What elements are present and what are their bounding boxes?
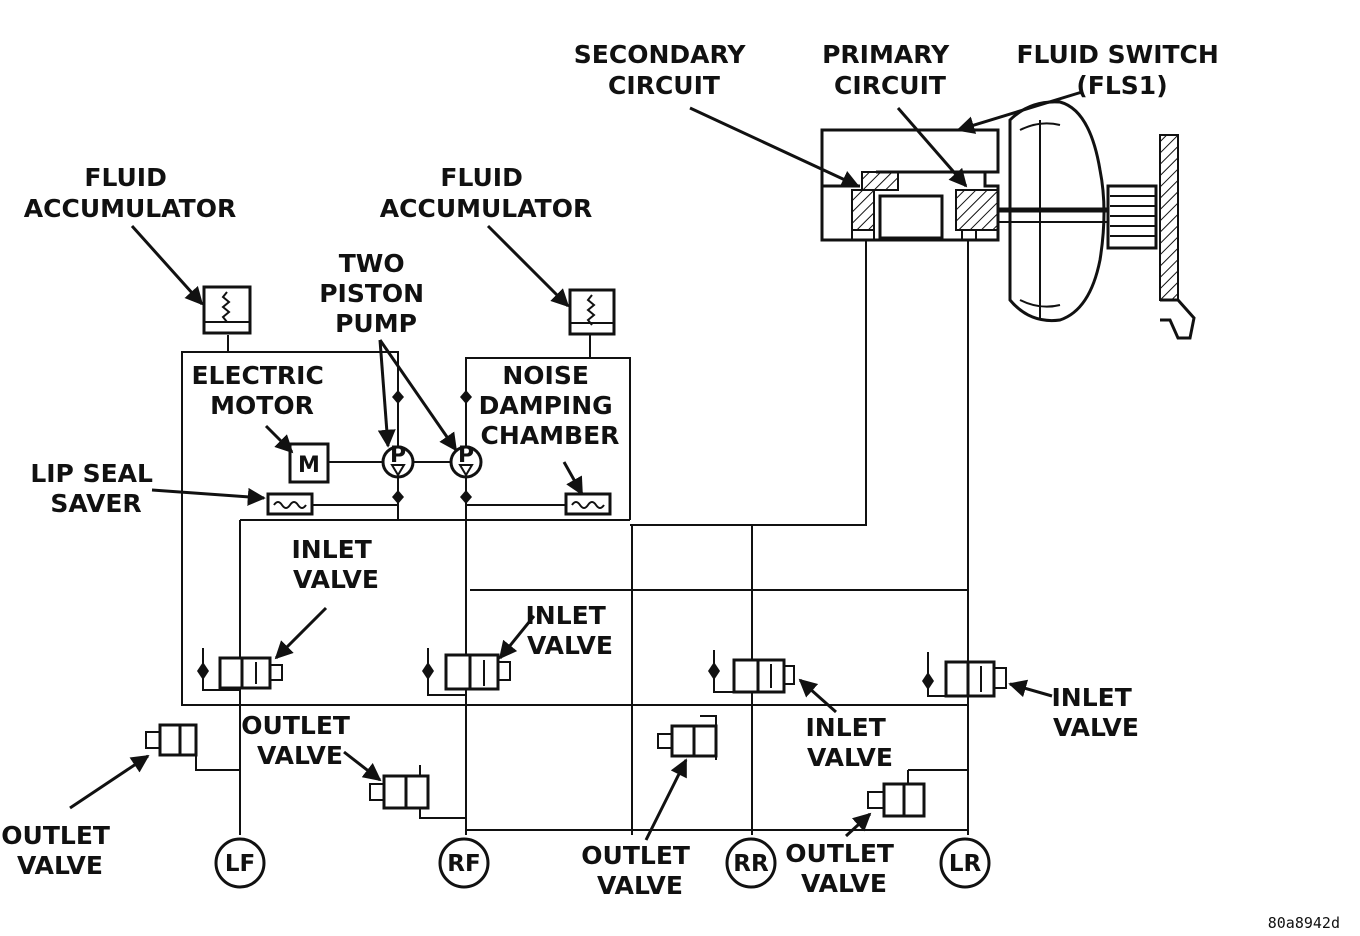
- inlet-valve-lr-label: INLET VALVE: [1051, 683, 1140, 742]
- accumulator-right: [568, 288, 616, 336]
- fluid-accumulator-left-label: FLUID ACCUMULATOR: [24, 163, 236, 223]
- inlet-valve-rf-symbol: [427, 648, 511, 696]
- wheel-rf-label: RF: [447, 851, 480, 877]
- wheel-rr-label: RR: [733, 851, 769, 877]
- wheel-lr-label: LR: [949, 851, 982, 877]
- primary-circuit-label: PRIMARY CIRCUIT: [822, 40, 958, 100]
- pump-left: P: [381, 443, 415, 479]
- fluid-accumulator-right-label: FLUID ACCUMULATOR: [380, 163, 592, 223]
- lip-seal-saver-component: [266, 492, 314, 516]
- outlet-valve-rr-label: OUTLET VALVE: [581, 841, 698, 900]
- inlet-valve-rr-symbol: [713, 650, 795, 694]
- outlet-valve-lf-label: OUTLET VALVE: [1, 821, 118, 880]
- brake-booster: [1008, 100, 1196, 340]
- wheel-lf: LF: [214, 837, 266, 889]
- fluid-switch-label: FLUID SWITCH (FLS1): [1016, 40, 1227, 100]
- master-cylinder: [820, 128, 1130, 242]
- figure-id: 80a8942d: [1268, 914, 1340, 932]
- wheel-rr: RR: [725, 837, 777, 889]
- wheel-rf: RF: [438, 837, 490, 889]
- inlet-valve-lf-symbol: [202, 648, 283, 691]
- secondary-circuit-label: SECONDARY CIRCUIT: [574, 40, 754, 100]
- lip-seal-saver-label: LIP SEAL SAVER: [30, 459, 161, 518]
- pump-left-symbol: P: [390, 443, 406, 468]
- outlet-valve-lr-label: OUTLET VALVE: [785, 839, 902, 898]
- electric-motor-label: ELECTRIC MOTOR: [191, 361, 332, 420]
- inlet-valve-lr-symbol: [927, 652, 1007, 698]
- electric-motor: M: [288, 442, 330, 484]
- inlet-valve-rr-label: INLET VALVE: [805, 713, 894, 772]
- wheel-lf-label: LF: [225, 851, 255, 877]
- wheel-lr: LR: [939, 837, 991, 889]
- outlet-valve-lr-symbol: [867, 769, 968, 818]
- two-piston-pump-label: TWO PISTON PUMP: [319, 249, 433, 338]
- pump-right-symbol: P: [458, 443, 474, 468]
- inlet-valve-lf-label: INLET VALVE: [291, 535, 380, 594]
- inlet-valve-rf-label: INLET VALVE: [525, 601, 614, 660]
- outlet-valve-rr-symbol: [657, 715, 718, 760]
- pump-right: P: [449, 443, 483, 479]
- motor-symbol: M: [298, 453, 320, 478]
- noise-damping-chamber-label: NOISE DAMPING CHAMBER: [479, 361, 622, 450]
- noise-damping-component: [564, 492, 612, 516]
- outlet-valve-rf-label: OUTLET VALVE: [241, 711, 358, 770]
- outlet-valve-lf-symbol: [145, 723, 240, 771]
- leader-arrows: [69, 90, 1083, 841]
- accumulator-left: [202, 285, 252, 335]
- outlet-valve-rf-symbol: [369, 765, 466, 819]
- hydraulic-lines: [181, 240, 969, 835]
